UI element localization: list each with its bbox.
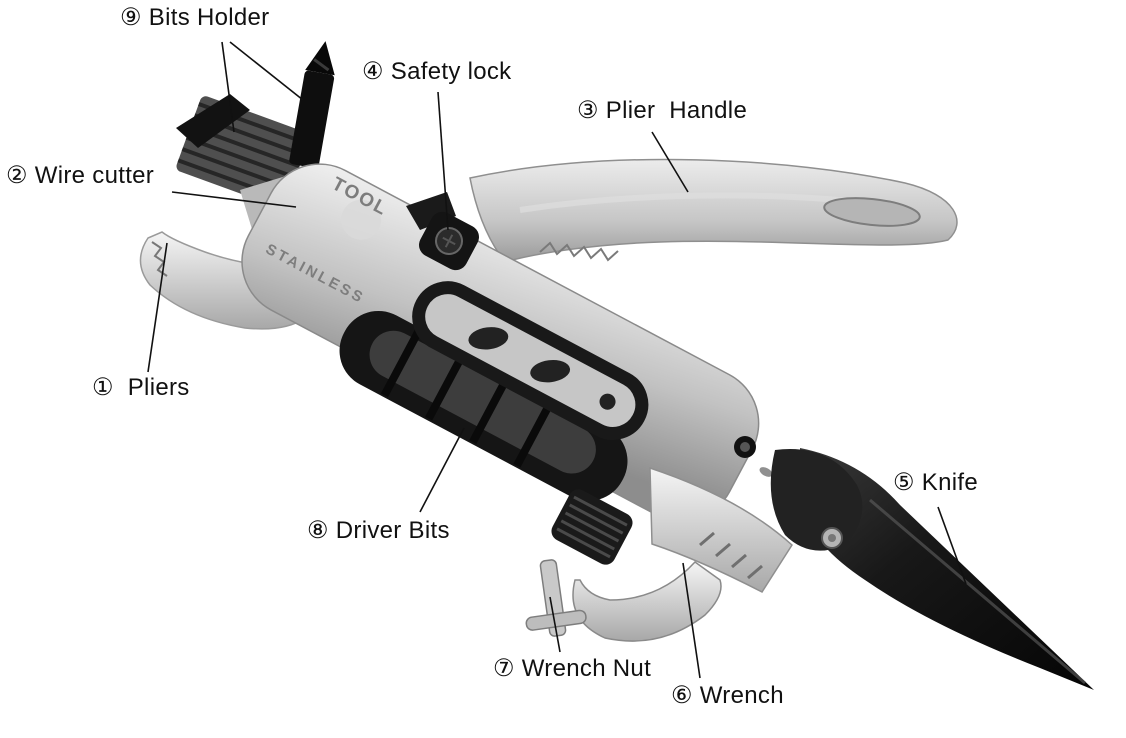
label-bits-holder: ⑨ Bits Holder — [120, 4, 270, 31]
label-pliers: ① Pliers — [92, 374, 190, 401]
knife-blade — [800, 448, 1094, 690]
safety-lock-button — [406, 192, 479, 271]
leader-line-pliers — [147, 242, 168, 373]
label-plier-handle: ③ Plier Handle — [577, 97, 748, 124]
label-wrench-nut: ⑦ Wrench Nut — [493, 655, 652, 682]
phillips-bit — [289, 41, 335, 169]
wrench-knurl — [551, 489, 633, 565]
leader-line-wire-cutter — [171, 191, 297, 208]
label-knife: ⑤ Knife — [893, 469, 978, 496]
leader-lines — [147, 41, 967, 679]
leader-line-plier-handle — [651, 131, 689, 193]
knife-pivot-housing — [770, 449, 863, 551]
wrench-fixed-jaw — [649, 466, 793, 593]
label-wrench: ⑥ Wrench — [671, 682, 784, 709]
plier-handle — [469, 158, 958, 263]
leader-line-wrench — [682, 562, 701, 679]
leader-line-bits-holder-1 — [221, 41, 235, 133]
tool-body: TOOL STAINLESS — [241, 163, 760, 522]
leader-line-driver-bits — [419, 427, 465, 513]
leader-line-safety-lock — [437, 91, 449, 231]
wrench-assembly — [525, 466, 793, 642]
label-safety-lock: ④ Safety lock — [362, 58, 512, 85]
driver-bits-grip — [339, 310, 628, 501]
handle-serration — [539, 241, 619, 262]
pivot-plate — [341, 199, 382, 240]
label-wire-cutter: ② Wire cutter — [6, 162, 155, 189]
wrench-slide-jaw — [572, 561, 722, 642]
leader-line-knife — [937, 506, 967, 585]
handle-cutout — [823, 197, 921, 227]
wrench-nut-key — [525, 559, 587, 637]
body-slot — [412, 281, 649, 440]
leader-line-wrench-nut — [549, 596, 561, 653]
label-driver-bits: ⑧ Driver Bits — [307, 517, 450, 544]
jaw-teeth — [151, 241, 168, 277]
leader-line-bits-holder-2 — [229, 41, 304, 101]
